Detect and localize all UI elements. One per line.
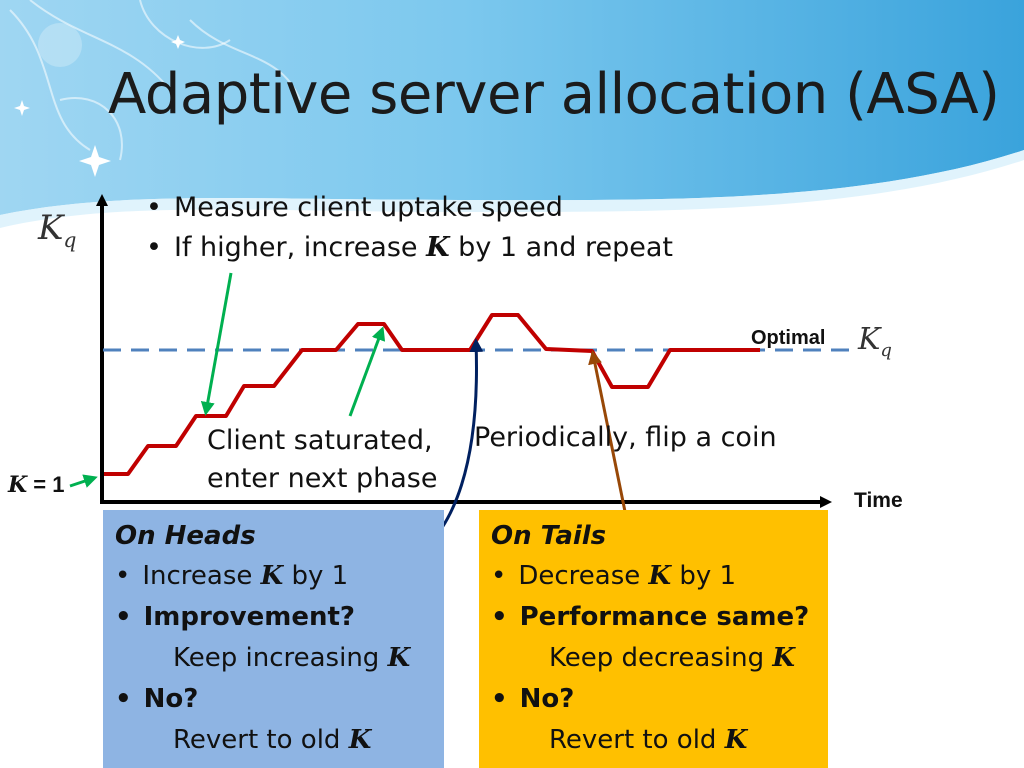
k-symbol: K [724, 725, 748, 755]
heads-item-improvement: Improvement? [115, 597, 444, 638]
heads-box: On Heads Increase K by 1 Improvement? Ke… [103, 510, 444, 768]
heads-item-no: No? [115, 679, 444, 720]
tails-item-decrease-post: by 1 [671, 561, 737, 591]
k-symbol: K [426, 232, 450, 263]
heads-item-increase-post: by 1 [283, 561, 349, 591]
tails-box: On Tails Decrease K by 1 Performance sam… [479, 510, 828, 768]
bullet-measure-text: Measure client uptake speed [173, 192, 563, 223]
y-axis-label-sub: q [63, 227, 77, 252]
k-curve [104, 313, 760, 476]
saturated-note-line1: Client saturated, [207, 425, 433, 456]
tails-revert-text: Revert to old [549, 725, 725, 755]
bullet-increase-post: by 1 and repeat [449, 232, 674, 263]
k-start-rest: = 1 [27, 472, 65, 497]
method-bullets: Measure client uptake speed If higher, i… [146, 188, 673, 268]
tails-keep-decreasing-text: Keep decreasing [549, 643, 773, 673]
k-symbol: K [387, 643, 411, 673]
heads-item-increase: Increase K by 1 [115, 556, 444, 597]
y-axis-label-main: K [38, 208, 64, 248]
x-axis-label: Time [854, 489, 903, 512]
annotation-arrow-k1 [69, 474, 98, 488]
tails-item-no: No? [491, 679, 828, 720]
tails-item-keep-decreasing: Keep decreasing K [491, 638, 828, 679]
heads-item-increase-pre: Increase [142, 561, 261, 591]
bullet-increase-pre: If higher, increase [173, 232, 427, 263]
slide-title: Adaptive server allocation (ASA) [108, 62, 1000, 127]
optimal-label: Optimal [751, 327, 826, 349]
bullet-measure: Measure client uptake speed [146, 188, 673, 228]
heads-item-revert: Revert to old K [115, 720, 444, 761]
annotation-arrow-increase [200, 272, 233, 416]
saturated-note: Client saturated, enter next phase [207, 422, 437, 498]
k-symbol: K [648, 561, 672, 591]
heads-item-no-text: No? [143, 684, 199, 714]
optimal-kq-main: K [858, 322, 881, 357]
annotation-arrow-saturated [348, 326, 386, 417]
k-symbol: K [772, 643, 795, 673]
tails-item-no-text: No? [519, 684, 575, 714]
k-symbol: K [8, 472, 28, 498]
tails-item-performance-text: Performance same? [519, 602, 810, 632]
moon-decoration [38, 23, 82, 67]
y-axis-label: Kq [38, 208, 76, 252]
coin-flip-note: Periodically, flip a coin [474, 422, 777, 453]
optimal-kq-sub: q [880, 340, 892, 361]
bullet-increase: If higher, increase K by 1 and repeat [146, 228, 673, 268]
heads-keep-increasing-text: Keep increasing [173, 643, 388, 673]
tails-item-decrease-pre: Decrease [518, 561, 649, 591]
heads-item-keep-increasing: Keep increasing K [115, 638, 444, 679]
k-symbol: K [348, 725, 372, 755]
heads-revert-text: Revert to old [173, 725, 349, 755]
k-start-label: K = 1 [8, 472, 64, 498]
tails-item-revert: Revert to old K [491, 720, 828, 761]
tails-item-performance: Performance same? [491, 597, 828, 638]
tails-title: On Tails [491, 521, 607, 551]
heads-item-improvement-text: Improvement? [143, 602, 356, 632]
sparkle-icon [14, 35, 185, 177]
saturated-note-line2: enter next phase [207, 463, 438, 494]
tails-item-decrease: Decrease K by 1 [491, 556, 828, 597]
k-symbol: K [260, 561, 284, 591]
heads-title: On Heads [115, 521, 256, 551]
optimal-kq-label: Kq [858, 322, 892, 361]
